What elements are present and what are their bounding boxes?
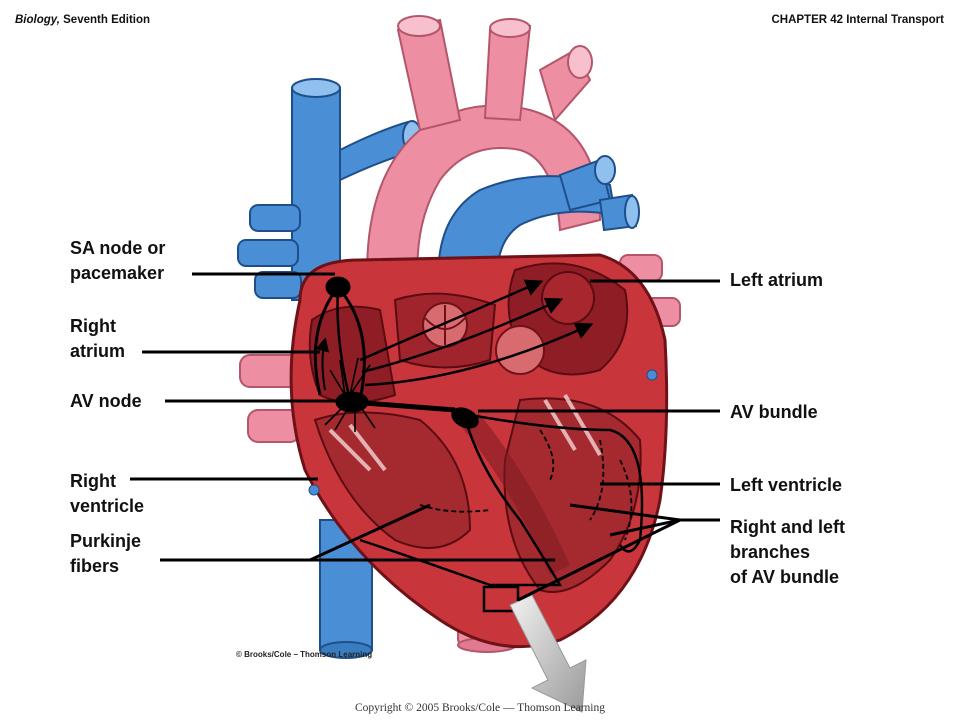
label-right-atrium-line2: atrium <box>70 341 126 361</box>
magnify-arrow <box>509 594 587 713</box>
label-av-node: AV node <box>70 389 142 414</box>
label-branches-line1: Right and left <box>730 517 845 537</box>
label-right-atrium-line1: Right <box>70 316 116 336</box>
label-branches-line3: of AV bundle <box>730 567 839 587</box>
label-left-atrium-line1: Left atrium <box>730 270 824 290</box>
header-book: Biology, Seventh Edition <box>15 14 150 26</box>
label-branches: Right and left branches of AV bundle <box>730 515 845 590</box>
label-av-bundle-line1: AV bundle <box>730 402 818 422</box>
label-purkinje-line2: fibers <box>70 556 120 576</box>
label-purkinje-line1: Purkinje <box>70 531 142 551</box>
label-branches-line2: branches <box>730 542 811 562</box>
label-left-ventricle: Left ventricle <box>730 473 842 498</box>
book-title: Biology, <box>15 14 60 26</box>
leader-lines <box>130 272 720 602</box>
label-sa-node-line2: pacemaker <box>70 263 165 283</box>
label-av-bundle: AV bundle <box>730 400 818 425</box>
right-pulmonary-arteries <box>237 204 302 299</box>
label-left-atrium: Left atrium <box>730 268 823 293</box>
av-bundle-line <box>351 399 456 413</box>
label-right-atrium: Right atrium <box>70 314 125 364</box>
pulmonary-veins-left <box>239 354 301 443</box>
label-purkinje-fibers: Purkinje fibers <box>70 529 141 579</box>
header-chapter: CHAPTER 42 Internal Transport <box>771 14 944 26</box>
label-sa-node-line1: SA node or <box>70 238 166 258</box>
label-right-ventricle-line2: ventricle <box>70 496 145 516</box>
label-sa-node: SA node or pacemaker <box>70 236 165 286</box>
book-edition: Seventh Edition <box>63 14 151 26</box>
inferior-vena-cava <box>319 519 373 659</box>
copyright-footer: Copyright © 2005 Brooks/Cole — Thomson L… <box>354 702 605 714</box>
label-right-ventricle: Right ventricle <box>70 469 144 519</box>
label-av-node-line1: AV node <box>70 391 142 411</box>
label-right-ventricle-line1: Right <box>70 471 116 491</box>
image-credit: © Brooks/Cole – Thomson Learning <box>236 650 373 659</box>
label-left-ventricle-line1: Left ventricle <box>730 475 843 495</box>
